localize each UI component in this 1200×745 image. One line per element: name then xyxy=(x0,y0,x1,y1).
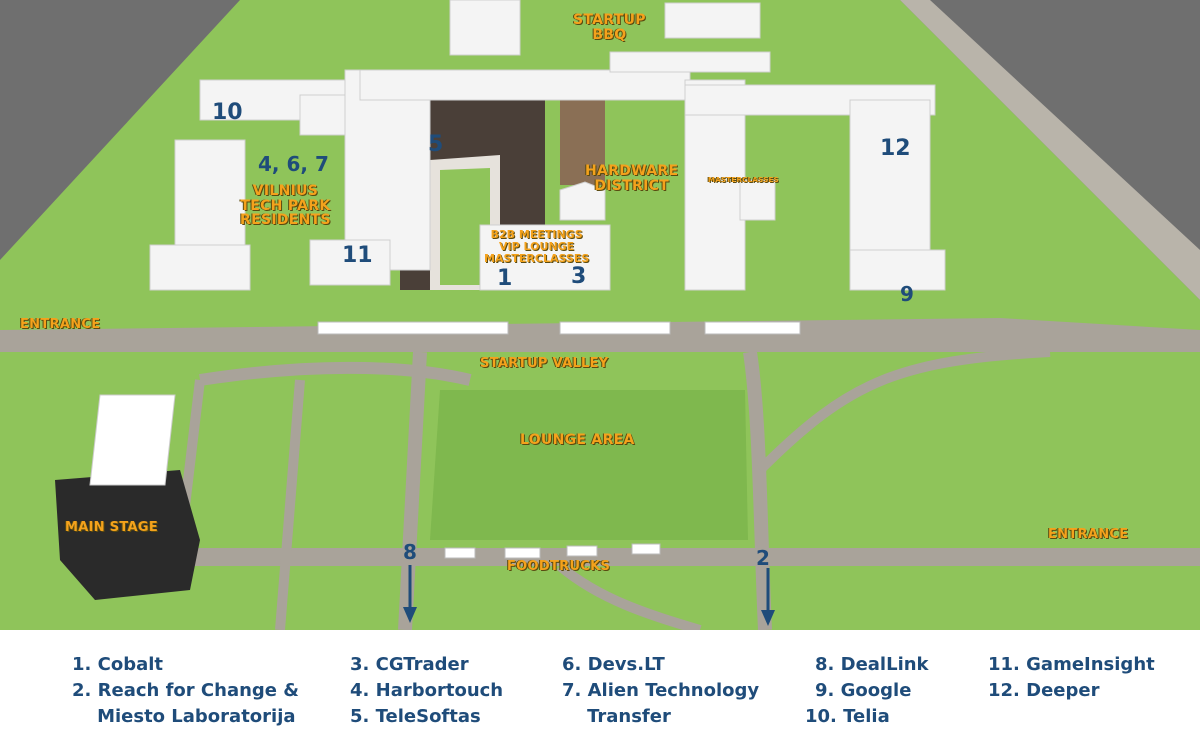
foodtruck-2 xyxy=(504,547,541,559)
number-4-6-7: 4, 6, 7 xyxy=(258,152,329,176)
number-1: 1 xyxy=(497,266,513,291)
wooden-floor xyxy=(560,100,610,185)
label-foodtrucks: FOODTRUCKS xyxy=(507,559,611,574)
legend-item: 5. TeleSoftas xyxy=(350,706,481,727)
label-b2b-meetings: B2B MEETINGS VIP LOUNGE MASTERCLASSES xyxy=(484,228,590,266)
courtyard-grass xyxy=(440,168,490,285)
legend-column-3: 6. Devs.LT 7. Alien Technology Transfer xyxy=(562,652,759,730)
arrow-down-2-icon xyxy=(761,568,775,626)
legend-item: 12. Deeper xyxy=(988,680,1100,701)
number-8: 8 xyxy=(403,540,417,564)
foodtruck-1 xyxy=(444,547,476,559)
tent-row-bbq xyxy=(609,51,771,73)
hardware-tent xyxy=(559,181,606,221)
path-curve-left xyxy=(199,361,472,386)
foodtruck-3 xyxy=(566,545,598,557)
building-11-base xyxy=(309,239,391,286)
main-stage-floor xyxy=(55,470,200,600)
building-9 xyxy=(849,249,946,291)
path-left-vertical xyxy=(275,379,305,630)
label-hardware-district: HARDWARE DISTRICT xyxy=(585,163,679,194)
label-masterclasses-small: MASTERCLASSES xyxy=(708,176,779,184)
path-down-2 xyxy=(743,350,772,630)
map-graphic xyxy=(0,0,1200,630)
building-top-right xyxy=(664,2,761,39)
building-small-right xyxy=(739,179,776,221)
building-b2b xyxy=(479,224,611,291)
foodtruck-4 xyxy=(631,543,661,555)
label-startup-bbq: STARTUP BBQ xyxy=(573,12,646,43)
legend-item: 11. GameInsight xyxy=(988,654,1155,675)
number-5: 5 xyxy=(428,132,444,157)
label-entrance-left: ENTRANCE xyxy=(20,317,101,332)
label-startup-valley: STARTUP VALLEY xyxy=(480,356,609,371)
label-vilnius-tech-park: VILNIUS TECH PARK RESIDENTS xyxy=(240,183,331,229)
number-11: 11 xyxy=(342,243,373,268)
tent-row-2 xyxy=(559,321,671,335)
building-12-wing xyxy=(849,99,931,251)
path-curve-right xyxy=(756,347,1051,474)
legend-item: 2. Reach for Change & xyxy=(72,680,299,701)
legend-item: 8. DealLink xyxy=(815,654,929,675)
legend-item: 6. Devs.LT xyxy=(562,654,665,675)
legend-item: 3. CGTrader xyxy=(350,654,469,675)
walkway-main xyxy=(0,318,1200,352)
building-10-wing xyxy=(174,139,246,251)
number-12: 12 xyxy=(880,136,911,161)
hardware-lawn xyxy=(605,100,680,310)
legend-column-2: 3. CGTrader 4. Harbortouch 5. TeleSoftas xyxy=(350,652,503,730)
building-top-left xyxy=(449,0,521,56)
building-11-wing xyxy=(344,69,431,271)
path-bottom-curve xyxy=(556,562,702,630)
walkway-foodtrucks xyxy=(180,548,1200,566)
legend: 1. Cobalt 2. Reach for Change & Miesto L… xyxy=(0,630,1200,745)
building-10-base xyxy=(149,244,251,291)
label-entrance-right: ENTRANCE xyxy=(1048,527,1129,542)
tent-row-1 xyxy=(317,321,509,335)
legend-column-1: 1. Cobalt 2. Reach for Change & Miesto L… xyxy=(72,652,299,730)
number-9: 9 xyxy=(900,282,914,306)
legend-item: 1. Cobalt xyxy=(72,654,164,675)
main-stage-roof xyxy=(89,394,176,486)
border-strip xyxy=(900,0,1200,300)
legend-item: 9. Google xyxy=(815,680,912,701)
building-bridge xyxy=(359,69,691,101)
legend-item: 7. Alien Technology xyxy=(562,680,760,701)
label-main-stage: MAIN STAGE xyxy=(65,520,159,535)
venue-map: STARTUP BBQ VILNIUS TECH PARK RESIDENTS … xyxy=(0,0,1200,630)
number-10: 10 xyxy=(212,100,243,125)
lounge-lawn xyxy=(430,390,748,540)
number-2: 2 xyxy=(756,546,770,570)
number-3: 3 xyxy=(571,264,587,289)
legend-item: 4. Harbortouch xyxy=(350,680,504,701)
tent-row-3 xyxy=(704,321,801,335)
legend-item: Miesto Laboratorija xyxy=(72,706,296,727)
legend-item: 10. Telia xyxy=(805,706,890,727)
label-lounge-area: LOUNGE AREA xyxy=(520,432,635,448)
legend-item: Transfer xyxy=(562,706,671,727)
legend-column-5: 11. GameInsight 12. Deeper xyxy=(988,652,1155,704)
path-down-8 xyxy=(398,351,427,630)
arrow-down-8-icon xyxy=(403,565,417,623)
legend-column-4: 8. DealLink 9. Google 10. Telia xyxy=(805,652,929,730)
